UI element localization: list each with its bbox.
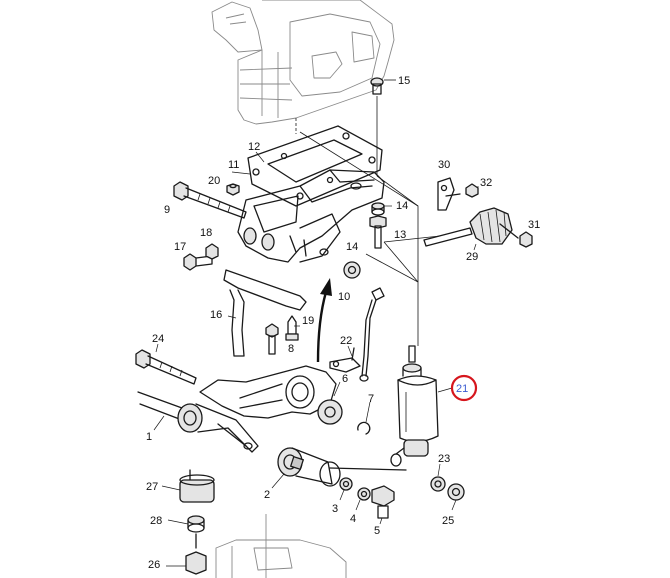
gearbox-housing xyxy=(211,0,395,125)
callout-4: 4 xyxy=(350,513,356,525)
link-rod-13 xyxy=(359,287,385,382)
nut-20 xyxy=(226,183,240,196)
callout-9: 9 xyxy=(164,204,170,216)
callout-10: 10 xyxy=(338,291,350,303)
callout-28: 28 xyxy=(150,515,162,527)
bolt-9 xyxy=(173,181,247,219)
callout-21[interactable]: 21 xyxy=(456,383,468,395)
callout-labels: 15 12 11 20 9 18 17 14 14 13 10 30 32 31… xyxy=(146,75,540,571)
bracket-2 xyxy=(277,447,407,487)
callout-30: 30 xyxy=(438,159,450,171)
shift-rod-1 xyxy=(137,391,259,453)
shift-bracket xyxy=(237,169,385,263)
frame-crossmember xyxy=(215,514,347,578)
callout-8: 8 xyxy=(288,343,294,355)
rubber-mount-27 xyxy=(179,469,215,503)
washer-28 xyxy=(187,515,205,549)
bolt-14-lower xyxy=(369,215,387,249)
gear-lever-housing xyxy=(199,365,337,419)
callout-24: 24 xyxy=(152,333,164,345)
callout-29: 29 xyxy=(466,251,478,263)
callout-11: 11 xyxy=(228,159,239,171)
bolt-24 xyxy=(135,349,197,385)
callout-2: 2 xyxy=(264,489,270,501)
nut-26 xyxy=(185,551,207,575)
washer-23 xyxy=(430,476,446,492)
callout-27: 27 xyxy=(146,481,158,493)
bolt-15 xyxy=(370,77,396,95)
callout-20: 20 xyxy=(208,175,220,187)
assembly-guide-lines xyxy=(295,96,441,346)
gasket-plate-12 xyxy=(247,125,383,207)
callout-16: 16 xyxy=(210,309,222,321)
callout-13: 13 xyxy=(394,229,406,241)
callout-14-upper: 14 xyxy=(396,200,408,212)
circlip-7 xyxy=(357,421,371,435)
washer-4 xyxy=(357,487,371,501)
bolt-14-upper xyxy=(371,202,385,216)
callout-7: 7 xyxy=(368,393,374,405)
highlighted-callout-21[interactable]: 21 xyxy=(437,374,478,402)
callout-26: 26 xyxy=(148,559,160,571)
callout-23: 23 xyxy=(438,453,450,465)
callout-19: 19 xyxy=(302,315,314,327)
washer-3 xyxy=(339,477,353,491)
callout-25: 25 xyxy=(442,515,454,527)
assembly-arrow xyxy=(316,278,332,363)
highlight-ring xyxy=(450,374,478,402)
bushing-10 xyxy=(343,261,361,279)
bracket-22 xyxy=(329,347,361,373)
callout-32: 32 xyxy=(480,177,492,189)
callout-3: 3 xyxy=(332,503,338,515)
nut-18 xyxy=(205,243,219,260)
shift-cylinder-21 xyxy=(390,345,439,467)
lever-16 xyxy=(223,269,307,357)
nut-25 xyxy=(447,483,465,501)
bolt-19 xyxy=(285,315,299,341)
bolt-31 xyxy=(519,231,533,248)
callout-12: 12 xyxy=(248,141,260,153)
clevis-30 xyxy=(437,177,461,211)
bolt-32 xyxy=(465,183,479,198)
bolt-8 xyxy=(265,323,279,355)
callout-1: 1 xyxy=(146,431,152,443)
callout-5: 5 xyxy=(374,525,380,537)
callout-31: 31 xyxy=(528,219,540,231)
bolt-17 xyxy=(183,253,213,271)
callout-14-lower: 14 xyxy=(346,241,358,253)
callout-17: 17 xyxy=(174,241,186,253)
callout-15: 15 xyxy=(398,75,410,87)
callout-18: 18 xyxy=(200,227,212,239)
callout-22: 22 xyxy=(340,335,352,347)
callout-6: 6 xyxy=(342,373,348,385)
bushing-6 xyxy=(317,399,343,425)
cable-boot-29 xyxy=(423,207,519,247)
plug-5 xyxy=(371,485,395,519)
